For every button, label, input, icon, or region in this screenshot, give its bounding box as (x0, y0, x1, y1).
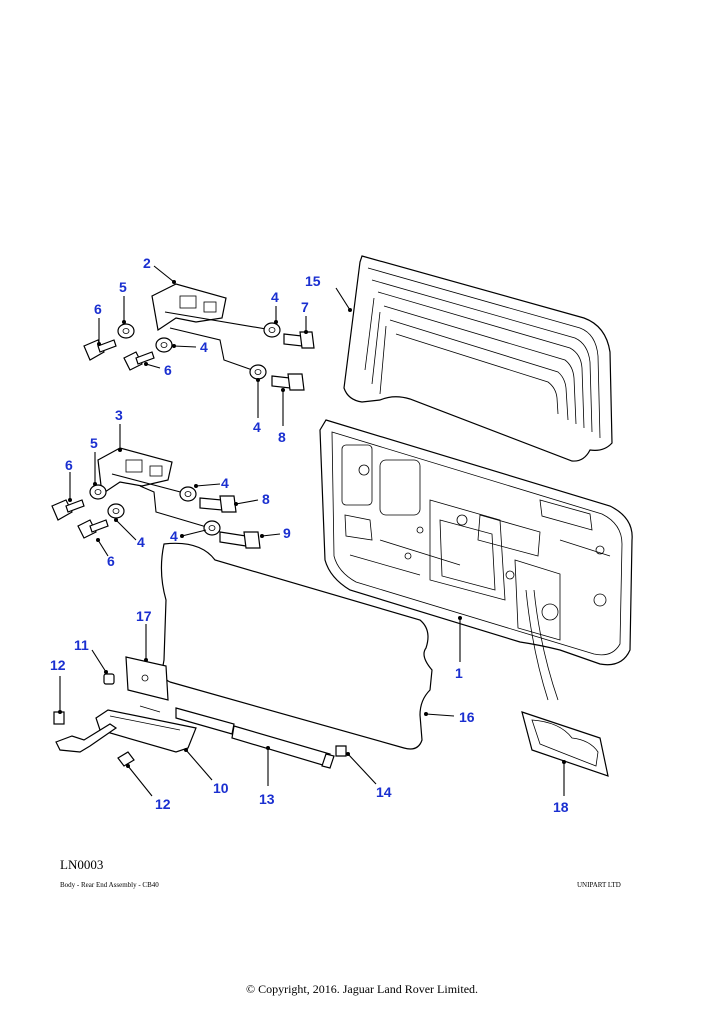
callout-5: 5 (119, 279, 127, 295)
callout-3: 3 (115, 407, 123, 423)
callout-4: 4 (253, 419, 261, 435)
bolts (51, 331, 315, 549)
callout-17: 17 (136, 608, 152, 624)
upper-hinge (151, 283, 273, 373)
door-handle (521, 711, 609, 777)
leader-lines (59, 265, 565, 797)
callout-5: 5 (90, 435, 98, 451)
callout-15: 15 (305, 273, 321, 289)
callout-2: 2 (143, 255, 151, 271)
callout-4: 4 (200, 339, 208, 355)
callout-12: 12 (155, 796, 171, 812)
rear-door (319, 419, 633, 701)
callout-4: 4 (221, 475, 229, 491)
callout-6: 6 (107, 553, 115, 569)
panel-piece (125, 656, 169, 701)
washers (89, 322, 281, 536)
callout-11: 11 (74, 637, 89, 653)
callout-12: 12 (50, 657, 66, 673)
callout-6: 6 (164, 362, 172, 378)
callout-4: 4 (137, 534, 145, 550)
callout-9: 9 (283, 525, 291, 541)
leader-dots (58, 280, 566, 768)
callout-8: 8 (278, 429, 286, 445)
door-liner (160, 542, 433, 750)
callout-4: 4 (170, 528, 178, 544)
callout-14: 14 (376, 784, 392, 800)
rear-glass (343, 255, 613, 462)
callout-6: 6 (94, 301, 102, 317)
copyright-notice: © Copyright, 2016. Jaguar Land Rover Lim… (245, 982, 479, 996)
callout-16: 16 (459, 709, 475, 725)
callout-1: 1 (455, 665, 463, 681)
assembly-subtitle: Body - Rear End Assembly - CB40 (60, 881, 159, 889)
callout-8: 8 (262, 491, 270, 507)
callout-6: 6 (65, 457, 73, 473)
stay-assembly (53, 673, 347, 769)
callout-13: 13 (259, 791, 275, 807)
vendor-label: UNIPART LTD (577, 881, 621, 889)
diagram-code: LN0003 (60, 857, 104, 872)
callout-4: 4 (271, 289, 279, 305)
callouts: 2 5 6 4 7 15 4 6 4 8 3 5 6 4 8 4 9 4 6 1… (50, 255, 569, 815)
callout-10: 10 (213, 780, 229, 796)
callout-7: 7 (301, 299, 309, 315)
callout-18: 18 (553, 799, 569, 815)
